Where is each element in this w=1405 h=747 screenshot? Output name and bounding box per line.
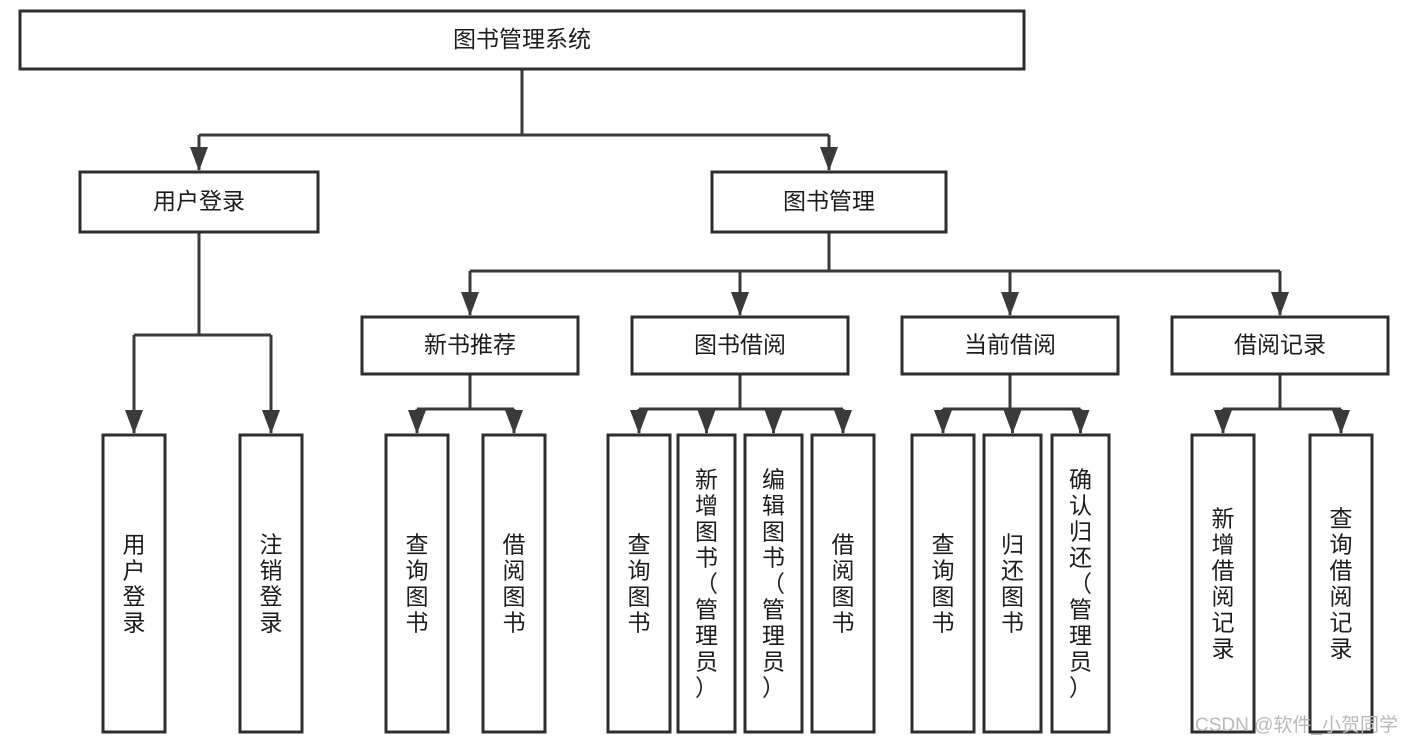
node-label-add-borrow-record: 新增借阅记录 <box>1212 506 1235 662</box>
node-label-confirm-return-admin: 确认归还（管理员） <box>1069 467 1092 701</box>
node-query-books-1[interactable]: 查询图书 <box>384 433 450 734</box>
node-box-edit-book-admin[interactable] <box>743 433 804 734</box>
node-query-books-2[interactable]: 查询图书 <box>606 433 672 734</box>
node-return-books[interactable]: 归还图书 <box>982 433 1043 734</box>
arrow-head-icon <box>731 292 749 316</box>
node-box-user-login[interactable] <box>78 170 320 234</box>
arrow-head-icon <box>1071 410 1090 434</box>
node-label-root: 图书管理系统 <box>453 26 591 52</box>
node-box-borrow-books-1[interactable] <box>481 433 547 734</box>
node-box-book-borrow[interactable] <box>630 315 850 376</box>
node-label-borrow-books-2: 借阅图书 <box>832 532 855 636</box>
arrow-head-icon <box>262 410 280 434</box>
node-label-user-logout-leaf: 注销登录 <box>260 532 283 636</box>
node-add-borrow-record[interactable]: 新增借阅记录 <box>1190 433 1256 734</box>
node-query-borrow-record[interactable]: 查询借阅记录 <box>1308 433 1374 734</box>
csdn-watermark: CSDN @软件_小贺同学 <box>1195 714 1398 736</box>
arrow-head-icon <box>505 410 523 434</box>
arrow-head-icon <box>1332 410 1350 434</box>
arrow-head-icon <box>1271 292 1289 316</box>
node-label-query-borrow-record: 查询借阅记录 <box>1330 506 1353 662</box>
arrow-head-icon <box>461 292 479 316</box>
arrow-head-icon <box>1003 410 1022 434</box>
node-current-borrow[interactable]: 当前借阅 <box>900 315 1120 376</box>
node-box-current-borrow[interactable] <box>900 315 1120 376</box>
node-label-user-login-leaf: 用户登录 <box>123 532 146 636</box>
node-query-books-3[interactable]: 查询图书 <box>910 433 976 734</box>
node-add-book-admin[interactable]: 新增图书（管理员） <box>676 433 737 734</box>
node-box-query-books-1[interactable] <box>384 433 450 734</box>
arrow-head-icon <box>630 410 648 434</box>
nodes-layer: 图书管理系统用户登录图书管理用户登录注销登录新书推荐查询图书借阅图书图书借阅查询… <box>18 9 1390 734</box>
node-borrow-books-2[interactable]: 借阅图书 <box>810 433 876 734</box>
node-label-query-books-3: 查询图书 <box>932 532 955 636</box>
node-label-book-borrow: 图书借阅 <box>694 332 786 358</box>
node-box-user-login-leaf[interactable] <box>101 433 167 734</box>
arrow-head-icon <box>1001 292 1019 316</box>
node-label-borrow-records: 借阅记录 <box>1234 332 1326 358</box>
node-label-current-borrow: 当前借阅 <box>964 332 1056 358</box>
node-root[interactable]: 图书管理系统 <box>18 9 1026 71</box>
arrow-head-icon <box>697 410 716 434</box>
arrow-head-icon <box>125 410 143 434</box>
arrow-head-icon <box>1214 410 1232 434</box>
node-user-logout-leaf[interactable]: 注销登录 <box>238 433 304 734</box>
node-box-query-books-2[interactable] <box>606 433 672 734</box>
node-box-return-books[interactable] <box>982 433 1043 734</box>
node-borrow-records[interactable]: 借阅记录 <box>1170 315 1390 376</box>
node-book-management[interactable]: 图书管理 <box>710 170 948 234</box>
node-box-borrow-records[interactable] <box>1170 315 1390 376</box>
node-box-user-logout-leaf[interactable] <box>238 433 304 734</box>
node-box-new-book-recommend[interactable] <box>360 315 580 376</box>
node-box-book-management[interactable] <box>710 170 948 234</box>
node-label-return-books: 归还图书 <box>1001 532 1024 636</box>
arrow-head-icon <box>408 410 426 434</box>
node-box-query-books-3[interactable] <box>910 433 976 734</box>
arrow-head-icon <box>764 410 783 434</box>
arrow-head-icon <box>934 410 952 434</box>
node-confirm-return-admin[interactable]: 确认归还（管理员） <box>1050 433 1111 734</box>
node-label-query-books-1: 查询图书 <box>406 532 429 636</box>
node-label-edit-book-admin: 编辑图书（管理员） <box>762 467 785 701</box>
node-label-user-login: 用户登录 <box>153 188 245 214</box>
node-box-confirm-return-admin[interactable] <box>1050 433 1111 734</box>
node-box-borrow-books-2[interactable] <box>810 433 876 734</box>
connectors-layer <box>125 69 1350 434</box>
node-label-add-book-admin: 新增图书（管理员） <box>695 467 718 701</box>
node-box-root[interactable] <box>18 9 1026 71</box>
node-box-query-borrow-record[interactable] <box>1308 433 1374 734</box>
arrow-head-icon <box>190 147 208 171</box>
node-box-add-book-admin[interactable] <box>676 433 737 734</box>
node-user-login[interactable]: 用户登录 <box>78 170 320 234</box>
node-new-book-recommend[interactable]: 新书推荐 <box>360 315 580 376</box>
node-label-borrow-books-1: 借阅图书 <box>503 532 526 636</box>
node-label-query-books-2: 查询图书 <box>628 532 651 636</box>
node-user-login-leaf[interactable]: 用户登录 <box>101 433 167 734</box>
node-edit-book-admin[interactable]: 编辑图书（管理员） <box>743 433 804 734</box>
node-box-add-borrow-record[interactable] <box>1190 433 1256 734</box>
node-label-new-book-recommend: 新书推荐 <box>424 332 516 358</box>
node-label-book-management: 图书管理 <box>783 188 875 214</box>
arrow-head-icon <box>820 147 838 171</box>
node-borrow-books-1[interactable]: 借阅图书 <box>481 433 547 734</box>
arrow-head-icon <box>834 410 852 434</box>
node-book-borrow[interactable]: 图书借阅 <box>630 315 850 376</box>
